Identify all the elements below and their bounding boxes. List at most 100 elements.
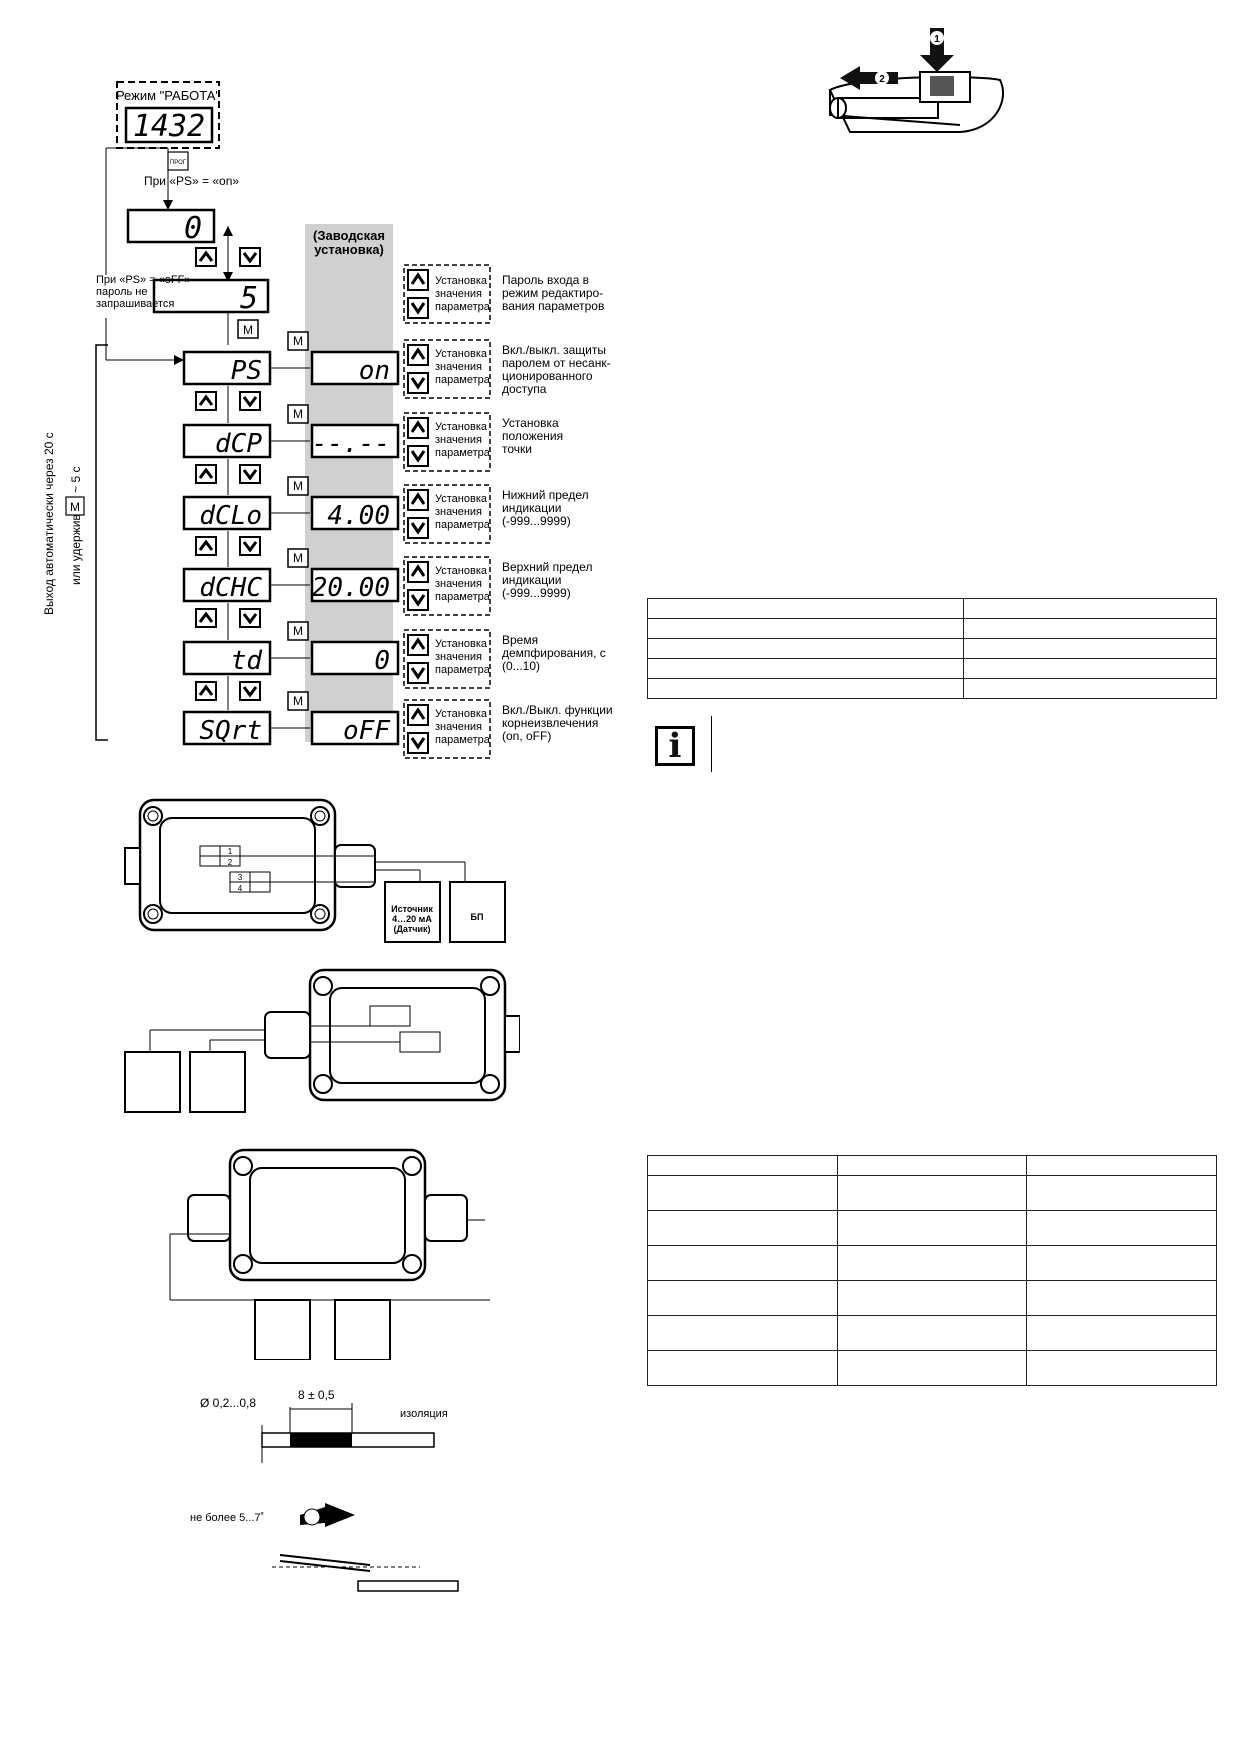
param-code: td <box>231 646 263 676</box>
table-row <box>647 1350 1217 1386</box>
table-cell <box>647 1280 838 1316</box>
m-key <box>287 691 309 711</box>
table-cell <box>647 658 964 679</box>
down-arrow <box>410 594 426 607</box>
table-row <box>647 618 1217 639</box>
default-value: oFF <box>343 716 391 746</box>
set-value-label: Установка <box>435 348 488 360</box>
m-key <box>287 476 309 496</box>
ps-off-note-2: пароль не <box>96 286 147 298</box>
set-value-label: параметра <box>435 664 491 676</box>
set-value-label: значения <box>435 578 482 590</box>
info-icon: i <box>655 726 695 766</box>
table-cell <box>1026 1280 1217 1316</box>
table-row <box>647 1245 1217 1281</box>
start-value: 1432 <box>133 109 205 144</box>
table-1 <box>647 598 1217 699</box>
ps-off-note-1: При «PS» = «oFF» <box>96 274 190 286</box>
m-key <box>287 621 309 641</box>
wiring-diagram-2 <box>124 968 520 1113</box>
down-arrow <box>242 686 258 698</box>
set-group <box>403 484 491 544</box>
param-description: Верхний предел <box>502 560 592 574</box>
table-row <box>647 598 1217 619</box>
up-arrow <box>410 707 426 720</box>
password-five: 5 <box>240 281 258 316</box>
param-display <box>182 567 272 603</box>
parameter-menu-diagram: Режим "РАБОТА" 1432 ПРОГ При «PS» = «on»… <box>42 81 613 759</box>
table-row <box>647 638 1217 659</box>
table-cell <box>1026 1350 1217 1386</box>
down-arrow <box>242 396 258 408</box>
set-value-label: значения <box>435 434 482 446</box>
param-description: положения <box>502 429 563 443</box>
table-cell <box>836 1155 1028 1176</box>
password-desc-3: вания параметров <box>502 299 604 313</box>
table-cell <box>647 1175 838 1211</box>
param-description: индикации <box>502 501 562 515</box>
set-group <box>403 629 491 689</box>
m-key <box>287 331 309 351</box>
table-cell <box>836 1315 1028 1351</box>
wiring-diagram-1: 1 2 3 4 Источник 4…20 мА (Датчик) БП <box>124 798 506 943</box>
down-arrow <box>410 450 426 463</box>
set-value-label: значения <box>435 721 482 733</box>
default-display <box>310 423 400 459</box>
up-arrow <box>410 492 426 505</box>
default-value: --.-- <box>312 429 390 459</box>
password-desc-1: Пароль входа в <box>502 273 589 287</box>
down-key <box>407 445 429 467</box>
up-key <box>407 417 429 439</box>
down-arrow <box>242 613 258 625</box>
table-cell <box>1026 1155 1217 1176</box>
param-display <box>182 710 272 746</box>
set-group <box>403 699 491 759</box>
default-display <box>310 350 400 386</box>
set-group <box>403 339 491 399</box>
m-key <box>287 404 309 424</box>
up-key <box>195 247 217 267</box>
param-display <box>182 495 272 531</box>
default-display <box>310 495 400 531</box>
up-key <box>407 344 429 366</box>
ps-on-note: При «PS» = «on» <box>144 174 239 188</box>
up-key <box>407 561 429 583</box>
table-cell <box>647 618 964 639</box>
set-value-label: Установка <box>435 421 488 433</box>
default-value: on <box>359 356 390 386</box>
default-display <box>310 567 400 603</box>
table-cell <box>647 678 964 699</box>
table-row <box>647 1210 1217 1246</box>
mode-label: Режим "РАБОТА" <box>116 88 220 103</box>
down-arrow <box>410 667 426 680</box>
m-key-label: M <box>293 624 303 638</box>
param-description: демпфирования, с <box>502 646 606 660</box>
set-value-label: Установка <box>435 708 488 720</box>
set-value-label: Установка <box>435 638 488 650</box>
table-row <box>647 678 1217 699</box>
exit-m-key: M <box>70 500 80 514</box>
step2-label: 2 <box>879 74 885 85</box>
up-key <box>407 704 429 726</box>
param-description: (-999...9999) <box>502 586 571 600</box>
param-description: Вкл./Выкл. функции <box>502 703 613 717</box>
table-cell <box>647 1315 838 1351</box>
table-cell <box>836 1210 1028 1246</box>
set-value-label: параметра <box>435 591 491 603</box>
up-arrow <box>198 539 214 551</box>
table-cell <box>963 638 1217 659</box>
strip-length: 8 ± 0,5 <box>298 1388 335 1402</box>
t1: 1 <box>228 847 233 856</box>
table-cell <box>647 1245 838 1281</box>
m-key-label: M <box>293 479 303 493</box>
down-key <box>407 662 429 684</box>
param-description: Нижний предел <box>502 488 589 502</box>
ps-off-note-3: запрашивается <box>96 298 174 310</box>
table-cell <box>647 598 964 619</box>
set-value-3: параметра <box>435 301 491 313</box>
down-arrow <box>410 737 426 750</box>
param-code: SQrt <box>199 716 262 746</box>
default-value: 0 <box>374 646 390 676</box>
insulation-label: изоляция <box>400 1408 448 1420</box>
up-arrow <box>410 564 426 577</box>
